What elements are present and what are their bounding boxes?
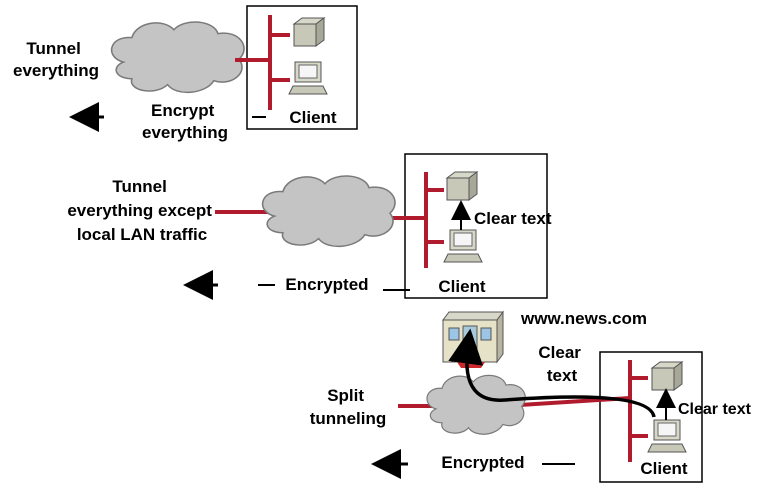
scenario-1-encrypt-label: Encrypt everything [142,101,228,142]
network-lines [235,15,290,110]
scenario-2: Tunnel everything except local LAN traff… [67,153,552,300]
scenario-2-title: Tunnel everything except local LAN traff… [67,177,216,244]
web-building-icon [442,310,504,368]
client-label: Client [640,459,688,478]
cloud-icon [426,374,526,435]
site-label: www.news.com [520,309,647,328]
clear-text-label: Clear text [474,209,552,228]
scenario-3-title: Split tunneling [310,386,386,428]
computer-icon [647,419,687,453]
client-label: Client [438,277,486,296]
computer-icon [288,61,328,95]
scenario-1-title: Tunnel everything [13,39,99,80]
client-box [404,153,548,299]
encrypted-label: Encrypted [441,453,524,472]
computer-icon [443,229,483,263]
clear-text-lines: Clear text [538,343,585,385]
client-label: Client [289,108,337,127]
client-box [599,351,703,483]
cloud-icon [261,175,396,248]
scenario-3: www.news.com Clear text Split tunneling … [310,309,752,483]
split-traffic-path [448,328,656,418]
clear-text-label: Clear text [678,401,752,418]
scenario-1: Tunnel everything Encrypt everything Cli… [13,5,358,142]
cloud-icon [110,21,245,94]
server-icon [445,171,479,201]
server-icon [650,361,684,391]
client-box [246,5,358,130]
encrypted-label: Encrypted [285,275,368,294]
server-icon [292,17,326,47]
